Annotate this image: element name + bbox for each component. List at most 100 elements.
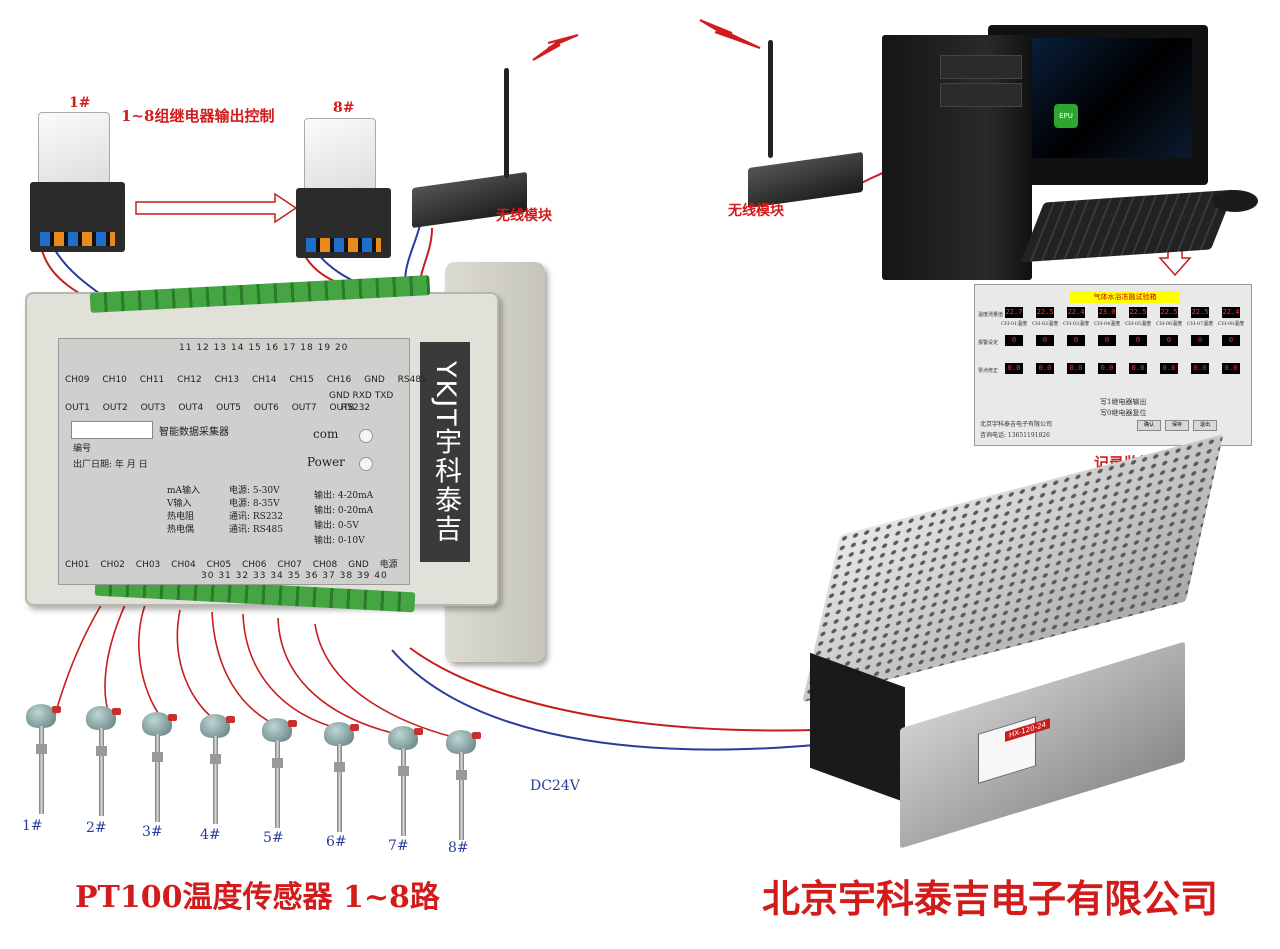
rs232-pins: GND RXD TXD [329,391,394,401]
readout-r1-c7: 22.5 [1191,307,1209,318]
opt-out-0-10: 输出: 0-10V [314,536,365,546]
rs485-label: RS485 [397,375,427,385]
ch03: CH03 [135,560,161,570]
top-channel-row: CH09 CH10 CH11 CH12 CH13 CH14 CH15 CH16 … [65,375,427,385]
readout-r2-c4: 0 [1098,335,1116,346]
dc24v-wire-red [409,647,816,732]
ch02: CH02 [100,560,125,570]
supply-options: 电源: 5-30V 电源: 8-35V 通讯: RS232 通讯: RS485 [229,485,283,537]
opt-thermocouple: 热电偶 [167,525,195,535]
ch11: CH11 [139,375,165,385]
opt-comm-rs485: 通讯: RS485 [229,525,284,535]
pt100-sensor-1 [22,704,62,814]
device-panel: 11 12 13 14 15 16 17 18 19 20 CH09 CH10 … [58,338,427,585]
num-18: 18 [300,343,314,353]
num-38: 38 [339,571,354,581]
row-label-zero: 零点修正 [978,368,999,374]
channel-caption-5: CH-05温度 [1125,321,1152,327]
opt-out-0-5: 输出: 0-5V [314,521,359,531]
readout-r3-c6: 0.0 [1160,363,1178,374]
readout-r2-c2: 0 [1036,335,1054,346]
opt-comm-rs232: 通讯: RS232 [229,512,284,522]
out2: OUT2 [102,403,128,413]
channel-caption-3: CH-03温度 [1063,321,1090,327]
num-34: 34 [270,571,284,581]
wireless-signal-icon-right [699,19,761,49]
relay-first-label: 1# [69,95,91,111]
readout-r3-c5: 0.0 [1129,363,1147,374]
num-13: 13 [213,343,228,353]
relay-write-0: 写0继电器复位 [1100,409,1147,417]
sensor-label-7: 7# [388,838,409,854]
num-30: 30 [201,571,215,581]
software-company: 北京宇科泰吉电子有限公司 [980,421,1053,428]
wireless-signal-icon-left [532,34,579,61]
num-15: 15 [248,343,262,353]
ch09: CH09 [65,375,90,385]
ch07: CH07 [277,560,302,570]
out1: OUT1 [65,403,90,413]
relay-1 [30,112,125,262]
readout-r2-c1: 0 [1005,335,1023,346]
com-label: com [313,427,339,441]
readout-r3-c2: 0.0 [1036,363,1054,374]
data-acquisition-device: YKJT宇科泰吉 11 12 13 14 15 16 17 18 19 20 C… [25,262,545,662]
readout-r2-c3: 0 [1067,335,1085,346]
relay-title: 1~8组继电器输出控制 [121,107,275,125]
software-phone: 咨询电话: 13651191826 [980,432,1050,439]
dc24v-wire-blue [391,649,816,751]
opt-ma-input: mA输入 [167,486,201,496]
channel-caption-6: CH-06温度 [1156,321,1183,327]
ch04: CH04 [171,560,196,570]
wireless-module-right [748,40,863,209]
num-32: 32 [235,571,250,581]
device-brand: YKJT宇科泰吉 [420,342,470,562]
ch12: CH12 [177,375,202,385]
sensor-label-2: 2# [86,820,107,836]
save-button[interactable]: 保存 [1165,420,1189,431]
wireless-label-left: 无线模块 [496,208,552,224]
pt100-sensor-7 [384,726,424,836]
num-14: 14 [230,343,245,353]
power-label: Power [307,455,345,469]
out8: OUT8 [329,403,355,413]
channel-caption-2: CH-02温度 [1032,321,1059,327]
confirm-button[interactable]: 确认 [1137,420,1161,431]
device-name-box [71,421,153,439]
readout-r2-c5: 0 [1129,335,1147,346]
ch08: CH08 [312,560,338,570]
exit-button[interactable]: 退出 [1193,420,1217,431]
opt-supply-8-35: 电源: 8-35V [229,499,280,509]
pt100-sensor-4 [196,714,236,824]
channel-caption-1: CH-01温度 [1001,321,1028,327]
opt-rtd: 热电阻 [167,512,195,522]
num-40: 40 [374,571,388,581]
epu-badge: EPU [1054,104,1078,128]
num-16: 16 [265,343,280,353]
gnd-bottom: GND [348,560,369,570]
num-35: 35 [287,571,302,581]
dc24v-label: DC24V [530,778,580,794]
ch10: CH10 [102,375,127,385]
readout-r1-c2: 22.5 [1036,307,1054,318]
sensor-label-8: 8# [448,840,469,856]
out-row: OUT1 OUT2 OUT3 OUT4 OUT5 OUT6 OUT7 OUT8 [65,403,354,413]
readout-r2-c7: 0 [1191,335,1209,346]
pt100-sensor-3 [138,712,178,822]
wireless-module-left [412,68,527,229]
readout-r2-c6: 0 [1160,335,1178,346]
readout-r2-c8: 0 [1222,335,1240,346]
readout-r1-c3: 22.4 [1067,307,1085,318]
opt-out-0-20: 输出: 0-20mA [314,506,374,516]
readout-r3-c7: 0.0 [1191,363,1209,374]
readout-r3-c3: 0.0 [1067,363,1085,374]
relay-write-1: 写1继电器输出 [1100,398,1147,406]
pt100-sensor-2 [82,706,122,816]
serial-label: 编号 [73,444,92,454]
software-title: 气体水浴冻融试验箱 [1070,291,1180,303]
readout-r1-c6: 22.5 [1160,307,1178,318]
ch05: CH05 [206,560,232,570]
top-number-row: 11 12 13 14 15 16 17 18 19 20 [179,343,348,353]
out7: OUT7 [291,403,317,413]
